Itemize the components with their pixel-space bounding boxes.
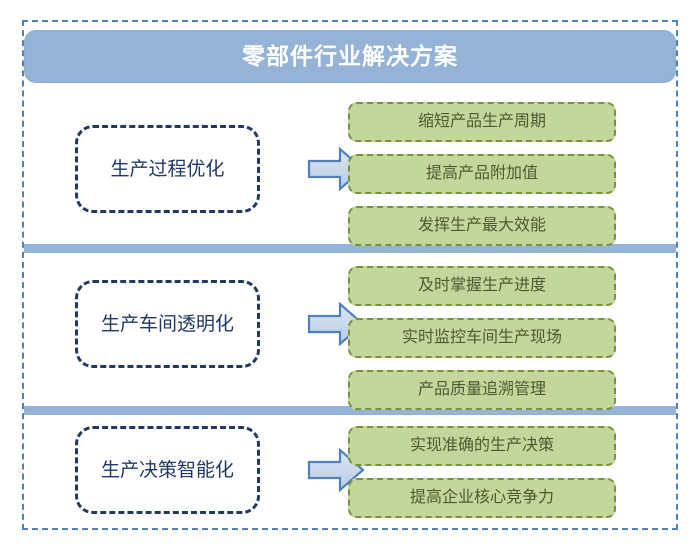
outcome-box[interactable]: 缩短产品生产周期: [348, 102, 616, 142]
outcome-list-2: 及时掌握生产进度 实时监控车间生产现场 产品质量追溯管理: [348, 266, 616, 410]
title-banner: 零部件行业解决方案: [24, 30, 676, 83]
diagram-title: 零部件行业解决方案: [242, 43, 458, 69]
outcome-label: 及时掌握生产进度: [417, 277, 546, 294]
section-1: 生产过程优化 缩短产品生产周期 提高产品附加值 发挥生产最大: [24, 90, 676, 246]
outcome-label: 提高产品附加值: [425, 165, 538, 182]
outcome-box[interactable]: 实时监控车间生产现场: [348, 318, 616, 358]
outcome-box[interactable]: 实现准确的生产决策: [348, 426, 616, 466]
outcome-label: 缩短产品生产周期: [417, 113, 546, 130]
outcome-label: 发挥生产最大效能: [417, 217, 546, 234]
section-divider-2: [24, 406, 676, 415]
category-label-3: 生产决策智能化: [100, 459, 234, 481]
category-label-2: 生产车间透明化: [100, 313, 234, 335]
outcome-box[interactable]: 发挥生产最大效能: [348, 206, 616, 246]
outcome-list-1: 缩短产品生产周期 提高产品附加值 发挥生产最大效能: [348, 102, 616, 246]
category-box-2[interactable]: 生产车间透明化: [75, 280, 260, 368]
outcome-label: 提高企业核心竞争力: [409, 489, 554, 506]
outcome-label: 实时监控车间生产现场: [401, 329, 562, 346]
outcome-box[interactable]: 产品质量追溯管理: [348, 370, 616, 410]
section-3: 生产决策智能化 实现准确的生产决策 提高企业核心竞争力: [24, 420, 676, 524]
outcome-label: 产品质量追溯管理: [417, 381, 546, 398]
outcome-box[interactable]: 提高企业核心竞争力: [348, 478, 616, 518]
section-divider-1: [24, 244, 676, 253]
category-label-1: 生产过程优化: [110, 158, 225, 180]
outcome-box[interactable]: 及时掌握生产进度: [348, 266, 616, 306]
outcome-label: 实现准确的生产决策: [409, 437, 554, 454]
category-box-3[interactable]: 生产决策智能化: [75, 426, 260, 514]
outcome-box[interactable]: 提高产品附加值: [348, 154, 616, 194]
outer-dashed-frame: [22, 20, 678, 530]
category-box-1[interactable]: 生产过程优化: [75, 125, 260, 213]
section-2: 生产车间透明化 及时掌握生产进度 实时监控车间生产现场 产品: [24, 256, 676, 410]
outcome-list-3: 实现准确的生产决策 提高企业核心竞争力: [348, 426, 616, 518]
